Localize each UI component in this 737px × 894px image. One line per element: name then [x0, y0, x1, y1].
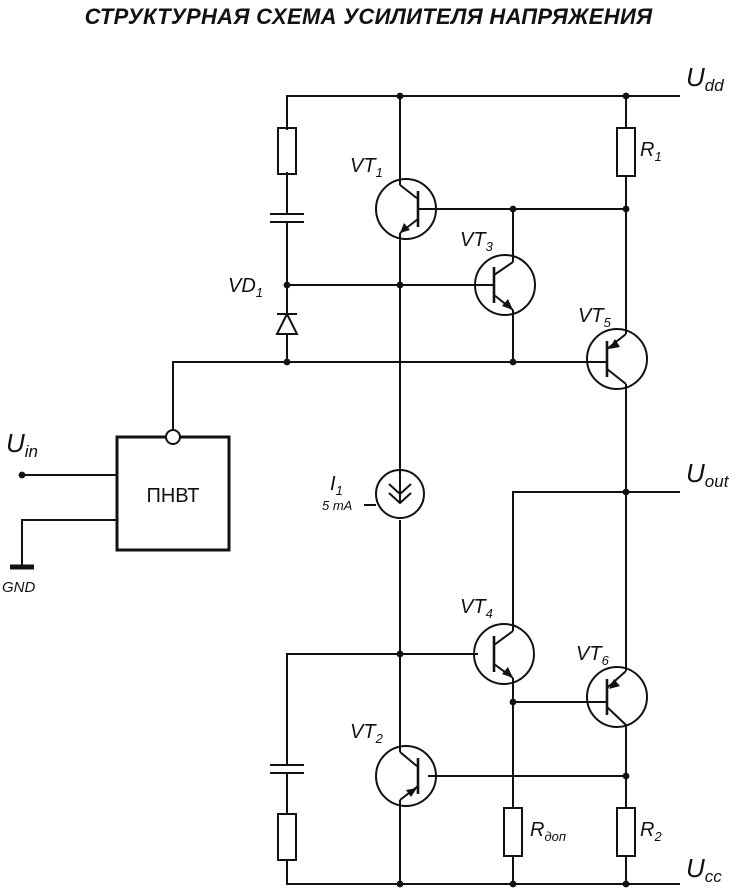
vt3-label: VT3	[460, 229, 494, 254]
junction-dots	[18, 92, 630, 888]
resistor-r1	[616, 127, 636, 177]
transistor-vt4	[473, 623, 535, 685]
resistor-radd	[503, 807, 523, 857]
ucc-label: Ucc	[686, 853, 722, 886]
pnvt-block	[115, 429, 231, 552]
transistor-vt2	[375, 745, 437, 807]
vt4-label: VT4	[460, 596, 493, 621]
r2-label: R2	[640, 819, 662, 844]
transistor-vt6	[586, 666, 648, 728]
diagram-title: СТРУКТУРНАЯ СХЕМА УСИЛИТЕЛЯ НАПРЯЖЕНИЯ	[84, 4, 653, 29]
current-source-i1	[375, 469, 425, 519]
vt6-label: VT6	[576, 643, 610, 668]
vt2-label: VT2	[350, 721, 384, 746]
gnd-wire	[21, 519, 117, 566]
diode-vd1	[275, 311, 299, 335]
resistor-r2	[616, 807, 636, 857]
udd-rail-wire	[286, 95, 680, 130]
vd1-label: VD1	[228, 275, 263, 300]
capacitor-bottom	[270, 764, 304, 774]
r-left-bottom-wire	[286, 860, 680, 885]
uout-label: Uout	[686, 458, 730, 491]
uout-wire	[512, 491, 680, 631]
i1-label: I1	[330, 473, 343, 498]
transistor-vt5	[586, 328, 648, 390]
capacitor-top	[270, 213, 304, 223]
i1-value: 5 mA	[322, 498, 352, 513]
transistor-vt1	[375, 178, 437, 240]
resistor-top-left	[277, 127, 297, 175]
r1-label: R1	[640, 139, 662, 164]
wires	[21, 95, 680, 885]
udd-label: Udd	[686, 62, 724, 95]
vt5-base-wire	[172, 361, 607, 430]
vt4-base-wire	[286, 653, 478, 765]
vt5-label: VT5	[578, 305, 612, 330]
vt1-label: VT1	[350, 155, 383, 180]
uin-label: Uin	[6, 428, 38, 461]
resistor-bottom-left	[277, 813, 297, 861]
pnvt-label: ПНВТ	[146, 485, 199, 507]
gnd-label: GND	[2, 579, 36, 596]
radd-label: Rдоп	[530, 819, 566, 844]
transistor-vt3	[474, 254, 536, 316]
